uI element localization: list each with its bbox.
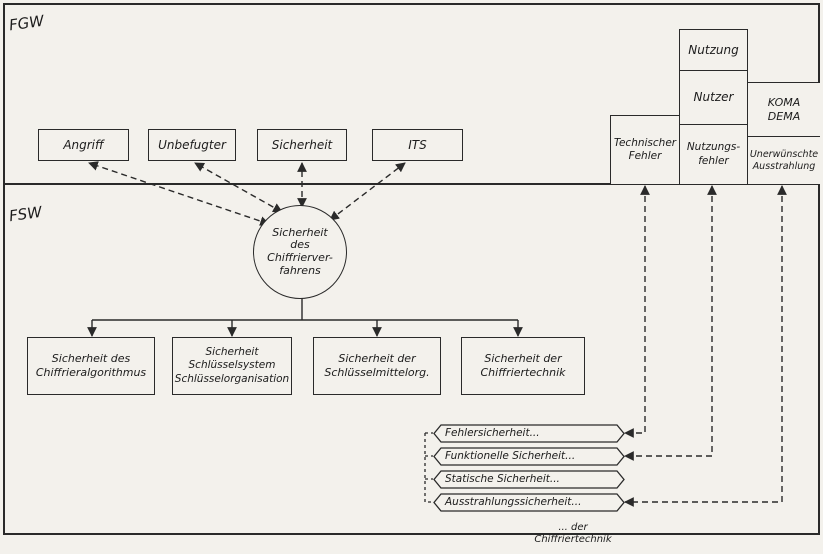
sub-item-ausstrahlungssicherheit: Ausstrahlungssicherheit... [433, 493, 625, 512]
branch-box-algorithmus: Sicherheit des Chiffrieralgorithmus [27, 337, 155, 395]
sub-item-fehlersicherheit-label: Fehlersicherheit... [445, 427, 540, 439]
box-koma-dema: KOMA DEMA [747, 82, 820, 137]
branch-box-chiffriertechnik: Sicherheit der Chiffriertechnik [461, 337, 585, 395]
sub-item-funktionelle-sicherheit-label: Funktionelle Sicherheit... [445, 450, 576, 462]
box-nutzung: Nutzung [679, 29, 748, 71]
box-nutzungsfehler: Nutzungs- fehler [679, 124, 748, 185]
threat-box-angriff: Angriff [38, 129, 129, 161]
center-circle: Sicherheit des Chiffrierver- fahrens [253, 205, 347, 299]
sub-item-statische-sicherheit: Statische Sicherheit... [433, 470, 625, 489]
footnote: ... der Chiffriertechnik [534, 522, 612, 545]
arrow-unbefugter [194, 162, 283, 213]
arrow-angriff [88, 161, 270, 226]
threat-box-unbefugter: Unbefugter [148, 129, 236, 161]
fsw-region [3, 183, 820, 535]
sub-item-funktionelle-sicherheit: Funktionelle Sicherheit... [433, 447, 625, 466]
box-nutzer: Nutzer [679, 70, 748, 125]
branch-box-schluesselmittelorg: Sicherheit der Schlüsselmittelorg. [313, 337, 441, 395]
sub-item-ausstrahlungssicherheit-label: Ausstrahlungssicherheit... [445, 496, 582, 508]
threat-box-its: ITS [372, 129, 463, 161]
arrow-its [329, 162, 406, 221]
threat-box-sicherheit: Sicherheit [257, 129, 347, 161]
sub-item-statische-sicherheit-label: Statische Sicherheit... [445, 473, 560, 485]
sub-item-fehlersicherheit: Fehlersicherheit... [433, 424, 625, 443]
box-technischer-fehler: Technischer Fehler [610, 115, 680, 185]
box-unerwuenschte-ausstrahlung: Unerwünschte Ausstrahlung [747, 136, 820, 185]
branch-box-schluesselsystem: Sicherheit Schlüsselsystem Schlüsselorga… [172, 337, 292, 395]
